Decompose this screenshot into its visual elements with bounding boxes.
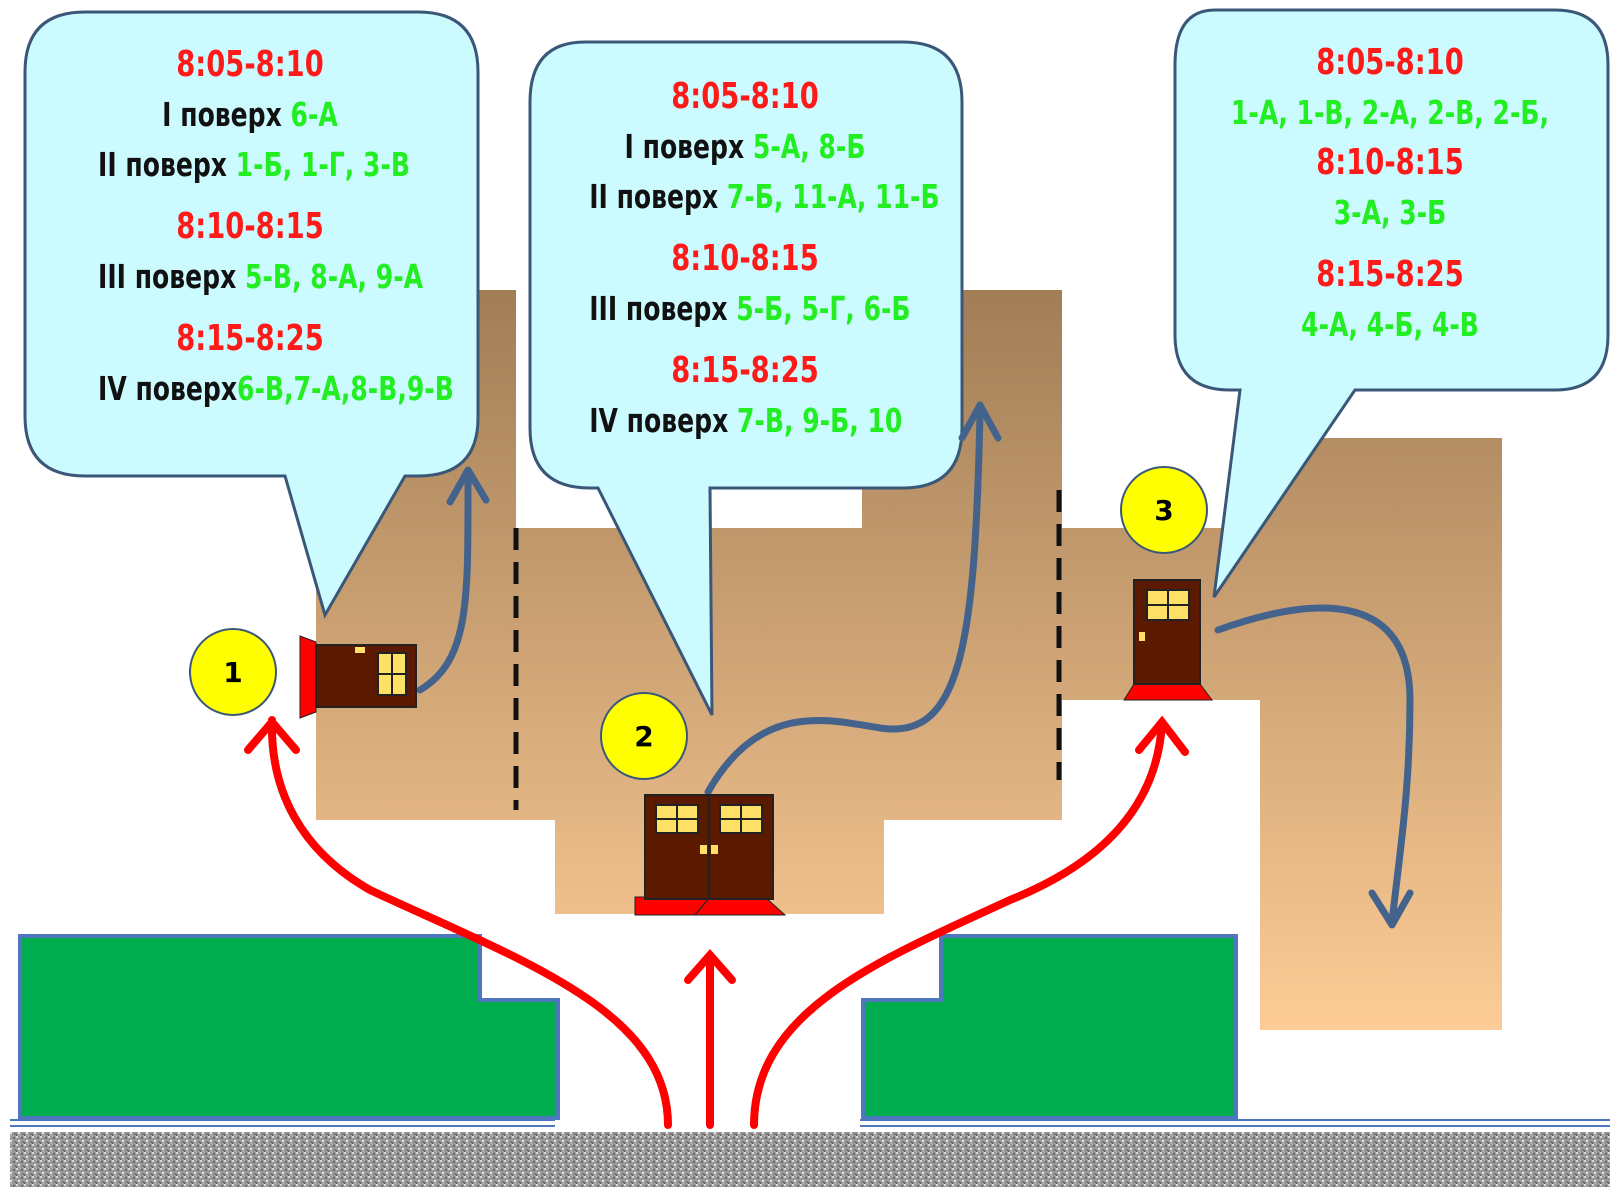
time-slot: 8:15-8:25 xyxy=(671,350,819,391)
class-list: 7-Б, 11-А, 11-Б xyxy=(726,177,940,216)
class-list: 7-В, 9-Б, 10 xyxy=(736,401,903,440)
floor-label: II поверх xyxy=(589,177,719,216)
entrance-badge-2: 2 xyxy=(600,692,688,780)
entrance-badge-3: 3 xyxy=(1120,466,1208,554)
class-list: 1-А, 1-В, 2-А, 2-В, 2-Б, xyxy=(1230,93,1550,132)
road xyxy=(10,1132,1610,1187)
class-list: 3-А, 3-Б xyxy=(1333,193,1447,232)
floor-line: III поверх 5-В, 8-А, 9-А xyxy=(98,252,423,302)
red-arrow-icon xyxy=(244,715,1189,1129)
time-slot: 8:05-8:10 xyxy=(671,76,819,117)
door-icon xyxy=(299,635,417,719)
class-list: 6-А xyxy=(290,95,338,134)
time-slot: 8:05-8:10 xyxy=(176,44,324,85)
floor-label: III поверх xyxy=(589,289,728,328)
lawn-left xyxy=(18,934,560,1120)
entrance-number: 3 xyxy=(1154,494,1173,527)
time-slot: 8:10-8:15 xyxy=(1316,142,1464,183)
schedule-entrance-1: 8:05-8:10 I поверх 6-А II поверх 1-Б, 1-… xyxy=(98,40,454,414)
floor-label: I поверх xyxy=(624,127,745,166)
floor-line: III поверх 5-Б, 5-Г, 6-Б xyxy=(589,284,910,334)
time-slot: 8:10-8:15 xyxy=(671,238,819,279)
class-list: 1-Б, 1-Г, 3-В xyxy=(235,145,411,184)
floor-label: II поверх xyxy=(98,145,227,184)
bubble-entrance-2 xyxy=(528,40,964,716)
time-slot: 8:05-8:10 xyxy=(1316,42,1464,83)
entrance-number: 2 xyxy=(634,720,653,753)
floor-label: III поверх xyxy=(98,257,237,296)
class-list: 6-В,7-А,8-В,9-В xyxy=(237,369,454,408)
time-slot: 8:10-8:15 xyxy=(176,206,324,247)
class-list: 5-Б, 5-Г, 6-Б xyxy=(736,289,911,328)
floor-line: IV поверх6-В,7-А,8-В,9-В xyxy=(98,364,454,414)
class-list: 5-А, 8-Б xyxy=(752,127,866,166)
floor-label: IV поверх xyxy=(98,369,238,408)
bubble-entrance-3 xyxy=(1173,8,1610,598)
schedule-entrance-3: 8:05-8:10 1-А, 1-В, 2-А, 2-В, 2-Б, 8:10-… xyxy=(1230,38,1549,350)
floor-line: II поверх 7-Б, 11-А, 11-Б xyxy=(589,172,939,222)
floor-line: IV поверх 7-В, 9-Б, 10 xyxy=(589,396,903,446)
floor-line: I поверх 6-А xyxy=(98,90,402,140)
schedule-entrance-2: 8:05-8:10 I поверх 5-А, 8-Б II поверх 7-… xyxy=(589,72,939,446)
bubble-entrance-1 xyxy=(23,10,480,619)
time-slot: 8:15-8:25 xyxy=(1316,254,1464,295)
floor-label: IV поверх xyxy=(589,401,729,440)
floor-line: I поверх 5-А, 8-Б xyxy=(589,122,901,172)
floor-label: I поверх xyxy=(162,95,282,134)
time-slot: 8:15-8:25 xyxy=(176,318,324,359)
double-door-icon xyxy=(634,794,787,916)
blue-arrow-icon xyxy=(416,401,1414,929)
entrance-number: 1 xyxy=(223,656,242,689)
lawn-right xyxy=(861,934,1238,1120)
entrance-badge-1: 1 xyxy=(189,628,277,716)
class-list: 5-В, 8-А, 9-А xyxy=(245,257,424,296)
floor-line: II поверх 1-Б, 1-Г, 3-В xyxy=(98,140,410,190)
door-icon xyxy=(1123,579,1213,701)
class-list: 4-А, 4-Б, 4-В xyxy=(1301,305,1479,344)
